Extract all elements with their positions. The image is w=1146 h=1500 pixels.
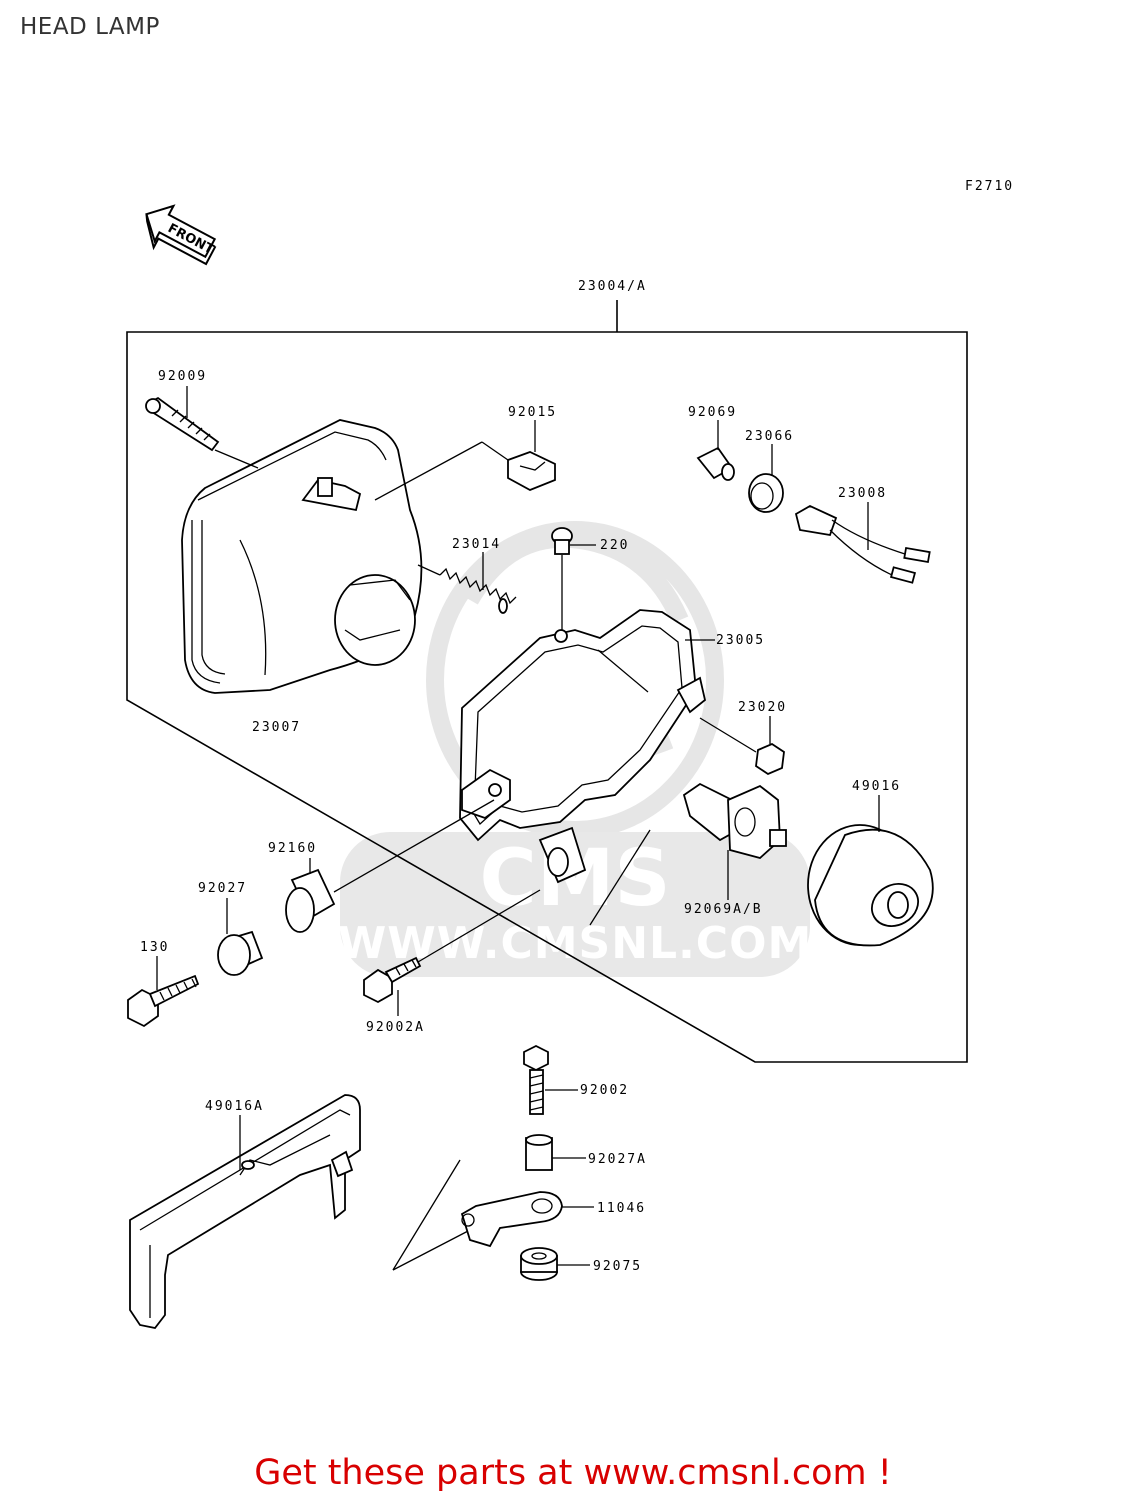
bolt-130: [127, 956, 200, 1028]
bracket-23005: [459, 609, 715, 884]
label-23014: 23014: [452, 537, 501, 552]
label-49016A: 49016A: [205, 1099, 264, 1114]
collar-92027A: [525, 1134, 586, 1171]
bolt-92002: [523, 1044, 578, 1115]
bulb-socket-92069: [696, 420, 735, 481]
label-92075: 92075: [593, 1259, 642, 1274]
grommet-92160: [285, 799, 495, 933]
label-23007: 23007: [252, 720, 301, 735]
label-23005: 23005: [716, 633, 765, 648]
figure-code: F2710: [965, 179, 1014, 194]
bolt-92009: [145, 386, 259, 469]
leader-lower-3: [392, 1229, 471, 1271]
label-92160: 92160: [268, 841, 317, 856]
label-92009: 92009: [158, 369, 207, 384]
label-92069: 92069: [688, 405, 737, 420]
front-arrow-icon: FRONT: [145, 204, 217, 266]
leader-lower-1: [589, 829, 651, 926]
bracket-11046: [460, 1191, 594, 1248]
label-92027A: 92027A: [588, 1152, 647, 1167]
label-23008: 23008: [838, 486, 887, 501]
label-11046: 11046: [597, 1201, 646, 1216]
grommet-92075: [520, 1247, 590, 1281]
get-parts-link[interactable]: Get these parts at www.cmsnl.com !: [254, 1453, 892, 1493]
page-title: HEAD LAMP: [20, 14, 160, 40]
screw-220: [551, 527, 596, 630]
label-92027: 92027: [198, 881, 247, 896]
wire-harness-23008: [794, 502, 931, 584]
spring-23014: [417, 552, 517, 614]
clip-92015: [374, 420, 556, 501]
nut-23020: [699, 716, 785, 776]
collar-92027: [217, 898, 264, 976]
label-49016: 49016: [852, 779, 901, 794]
label-23066: 23066: [745, 429, 794, 444]
label-130: 130: [140, 940, 169, 955]
grommet-23066: [748, 444, 784, 513]
headlamp-unit: [181, 419, 423, 694]
bolt-92002A: [363, 889, 541, 1016]
label-92015: 92015: [508, 405, 557, 420]
label-92002A: 92002A: [366, 1020, 425, 1035]
label-23004A: 23004/A: [578, 279, 647, 294]
label-92002: 92002: [580, 1083, 629, 1098]
bulb-92069AB: [682, 782, 787, 900]
rubber-cover-49016: [807, 795, 934, 947]
parts-diagram: CMS WWW.CMSNL.COM F2710 FRONT: [126, 179, 1014, 1329]
leader-lower-2: [392, 1159, 461, 1271]
assembly-frame: [126, 300, 968, 1063]
bracket-49016A: [129, 1094, 361, 1329]
label-23020: 23020: [738, 700, 787, 715]
label-220: 220: [600, 538, 629, 553]
watermark-banner: [340, 832, 810, 977]
label-92069AB: 92069A/B: [684, 902, 763, 917]
